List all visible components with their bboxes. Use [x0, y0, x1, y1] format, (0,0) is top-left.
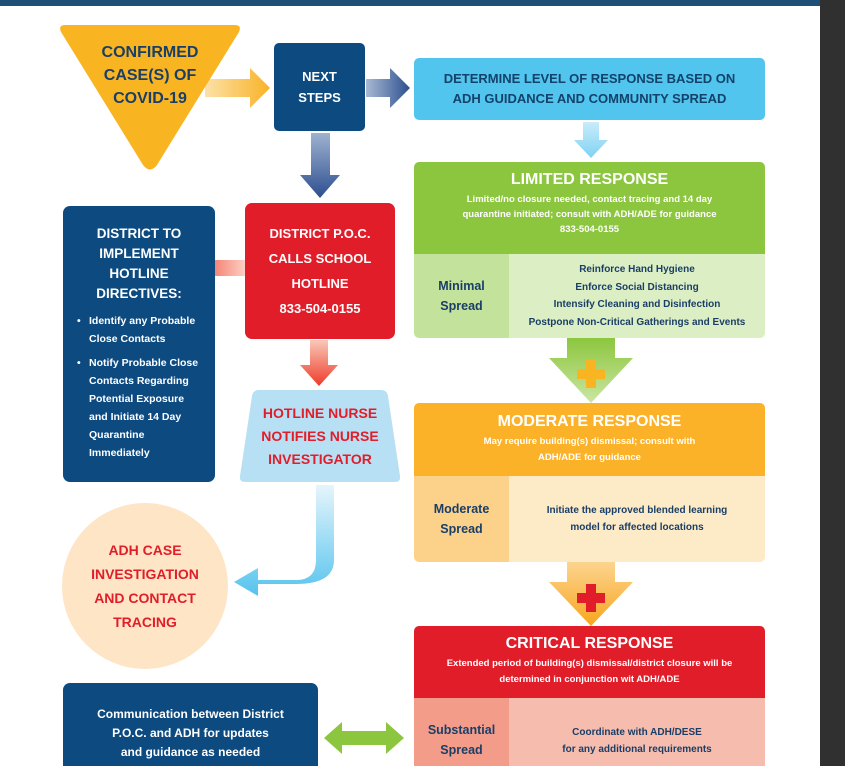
- critical-actions-list: Coordinate with ADH/DESE for any additio…: [509, 698, 765, 766]
- moderate-response-description: May require building(s) dismissal; consu…: [483, 436, 696, 463]
- viewer-scrollbar[interactable]: [820, 0, 845, 766]
- confirmed-triangle-shape: [60, 25, 240, 170]
- moderate-response-header: MODERATE RESPONSE May require building(s…: [414, 403, 765, 476]
- plus-icon: [577, 584, 605, 612]
- directive-item: Notify Probable Close Contacts Regarding…: [77, 354, 205, 462]
- critical-response-panel: CRITICAL RESPONSE Extended period of bui…: [414, 626, 765, 766]
- confirmed-cases-label: CONFIRMED CASE(S) OF COVID-19: [101, 43, 199, 107]
- limited-actions-list: Reinforce Hand Hygiene Enforce Social Di…: [509, 254, 765, 338]
- next-steps-box: NEXT STEPS: [274, 43, 365, 131]
- arrow-poc-to-nurse: [300, 340, 338, 386]
- plus-icon: [577, 360, 605, 388]
- limited-response-header: LIMITED RESPONSE Limited/no closure need…: [414, 162, 765, 254]
- determine-response-box: DETERMINE LEVEL OF RESPONSE BASED ON ADH…: [414, 58, 765, 120]
- arrow-determine-to-limited: [574, 122, 608, 158]
- critical-response-description: Extended period of building(s) dismissal…: [446, 658, 733, 685]
- moderate-spread-label: Moderate Spread: [414, 476, 509, 562]
- communication-box: Communication between District P.O.C. an…: [63, 683, 318, 766]
- district-directives-box: DISTRICT TO IMPLEMENT HOTLINE DIRECTIVES…: [63, 206, 215, 482]
- moderate-response-panel: MODERATE RESPONSE May require building(s…: [414, 403, 765, 562]
- directives-list: Identify any Probable Close Contacts Not…: [77, 312, 205, 462]
- arrow-confirmed-to-next: [205, 68, 270, 108]
- flowchart-page: CONFIRMED CASE(S) OF COVID-19 NEXT STEPS…: [0, 0, 820, 766]
- arrow-bidirectional: [324, 722, 404, 754]
- directive-item: Identify any Probable Close Contacts: [77, 312, 205, 348]
- arrow-nurse-to-adh: [234, 485, 334, 596]
- adh-case-investigation-circle: ADH CASE INVESTIGATION AND CONTACT TRACI…: [62, 503, 228, 669]
- arrow-next-to-poc: [300, 133, 340, 198]
- substantial-spread-label: Substantial Spread: [414, 698, 509, 766]
- limited-response-panel: LIMITED RESPONSE Limited/no closure need…: [414, 162, 765, 338]
- limited-response-description: Limited/no closure needed, contact traci…: [462, 194, 717, 235]
- limited-response-title: LIMITED RESPONSE: [510, 171, 669, 188]
- arrow-next-to-determine: [366, 68, 410, 108]
- critical-response-header: CRITICAL RESPONSE Extended period of bui…: [414, 626, 765, 698]
- top-border: [0, 0, 820, 6]
- minimal-spread-label: Minimal Spread: [414, 254, 509, 338]
- moderate-response-title: MODERATE RESPONSE: [497, 413, 682, 430]
- hotline-nurse-label: HOTLINE NURSE NOTIFIES NURSE INVESTIGATO…: [261, 404, 379, 467]
- district-directives-title: DISTRICT TO IMPLEMENT HOTLINE DIRECTIVES…: [96, 226, 182, 301]
- moderate-actions-list: Initiate the approved blended learning m…: [509, 476, 765, 562]
- district-poc-box: DISTRICT P.O.C. CALLS SCHOOL HOTLINE 833…: [245, 203, 395, 339]
- critical-response-title: CRITICAL RESPONSE: [505, 635, 674, 652]
- hotline-nurse-shape: [239, 390, 401, 482]
